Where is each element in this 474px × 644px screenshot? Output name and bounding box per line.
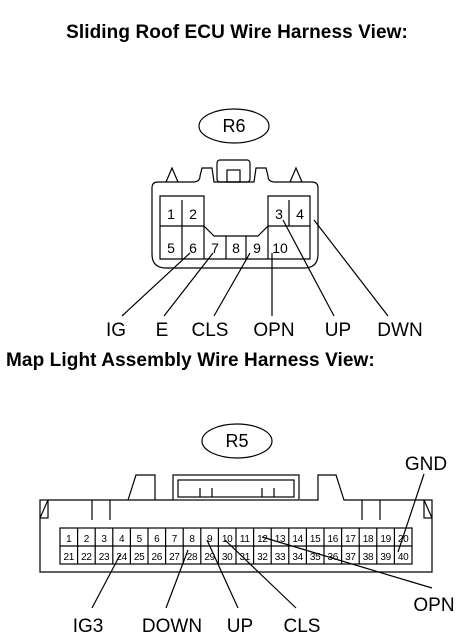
r5-pin: 6 <box>154 534 160 545</box>
r5-pin: 4 <box>119 534 125 545</box>
r5-signal-up: UP <box>227 616 253 637</box>
r5-pin: 33 <box>275 552 286 563</box>
r6-signal-e: E <box>156 320 169 341</box>
r6-pin: 4 <box>296 206 304 222</box>
r5-pin: 35 <box>310 552 321 563</box>
r5-pin: 29 <box>204 552 215 563</box>
r5-pin: 12 <box>257 534 268 545</box>
r5-pin: 16 <box>328 534 339 545</box>
r6-pin: 2 <box>189 206 197 222</box>
r6-code-bubble <box>198 108 270 144</box>
r5-pin: 37 <box>345 552 356 563</box>
r6-pin: 10 <box>272 240 288 256</box>
r5-signal-opn: OPN <box>413 595 454 616</box>
r6-pin: 3 <box>275 206 283 222</box>
r5-pin: 20 <box>398 534 409 545</box>
r5-pin: 39 <box>380 552 391 563</box>
r5-pin: 28 <box>187 552 198 563</box>
r5-pin: 19 <box>380 534 391 545</box>
r5-signal-down: DOWN <box>142 616 202 637</box>
r6-cls-leader <box>213 252 251 317</box>
r6-signal-ig: IG <box>106 320 126 341</box>
r5-up-leader <box>206 539 239 609</box>
r5-down-leader <box>165 549 189 609</box>
r5-pin: 36 <box>328 552 339 563</box>
r5-pin: 31 <box>240 552 251 563</box>
r5-pin: 2 <box>84 534 90 545</box>
r5-signal-cls: CLS <box>284 616 321 637</box>
r5-code: R5 <box>225 431 248 451</box>
r6-pin: 8 <box>232 240 240 256</box>
r5-signal-gnd: GND <box>405 454 447 475</box>
r5-cls-leader <box>224 539 297 609</box>
r5-pin: 26 <box>152 552 163 563</box>
r6-signal-dwn: DWN <box>377 320 422 341</box>
r6-latch <box>216 159 251 183</box>
r6-code: R6 <box>222 116 245 136</box>
r6-pin: 7 <box>211 240 219 256</box>
r5-latch <box>172 474 300 501</box>
r6-dwn-leader <box>313 219 389 317</box>
r5-pin: 9 <box>207 534 213 545</box>
r5-pin: 30 <box>222 552 233 563</box>
r6-housing <box>151 167 319 269</box>
r5-pin: 32 <box>257 552 268 563</box>
r6-up-leader <box>282 219 335 317</box>
r5-pin: 24 <box>116 552 127 563</box>
r5-pin: 14 <box>292 534 303 545</box>
r5-pin: 13 <box>275 534 286 545</box>
r5-pin: 11 <box>240 534 251 545</box>
r5-pin: 8 <box>189 534 195 545</box>
r5-pin: 3 <box>101 534 107 545</box>
r5-pin: 7 <box>172 534 178 545</box>
r5-pin: 5 <box>137 534 143 545</box>
r6-pin: 5 <box>167 240 175 256</box>
r6-pin: 1 <box>167 206 175 222</box>
r6-pin: 6 <box>189 240 197 256</box>
sliding-roof-title: Sliding Roof ECU Wire Harness View: <box>66 22 408 43</box>
r5-pin: 25 <box>134 552 145 563</box>
r6-signal-opn: OPN <box>253 320 294 341</box>
r5-signal-ig3: IG3 <box>73 616 104 637</box>
r5-pin: 21 <box>64 552 75 563</box>
r5-opn-leader <box>261 536 433 589</box>
r6-e-leader <box>163 252 214 317</box>
r5-pin: 22 <box>81 552 92 563</box>
r5-pin: 40 <box>398 552 409 563</box>
r5-pin: 15 <box>310 534 321 545</box>
r5-pin: 10 <box>222 534 233 545</box>
r5-ig3-leader <box>91 554 121 609</box>
r5-pin: 27 <box>169 552 180 563</box>
r5-pin: 38 <box>363 552 374 563</box>
r5-code-bubble <box>201 423 273 459</box>
r5-pin: 34 <box>292 552 303 563</box>
r5-pin: 18 <box>363 534 374 545</box>
map-light-title: Map Light Assembly Wire Harness View: <box>6 350 375 371</box>
r6-signal-cls: CLS <box>192 320 229 341</box>
r5-pin: 23 <box>99 552 110 563</box>
r6-signal-up: UP <box>325 320 351 341</box>
r5-pin: 1 <box>66 534 72 545</box>
r6-ig-leader <box>121 252 191 317</box>
r5-gnd-leader <box>397 473 425 553</box>
r5-pin: 17 <box>345 534 356 545</box>
r6-pin: 9 <box>253 240 261 256</box>
